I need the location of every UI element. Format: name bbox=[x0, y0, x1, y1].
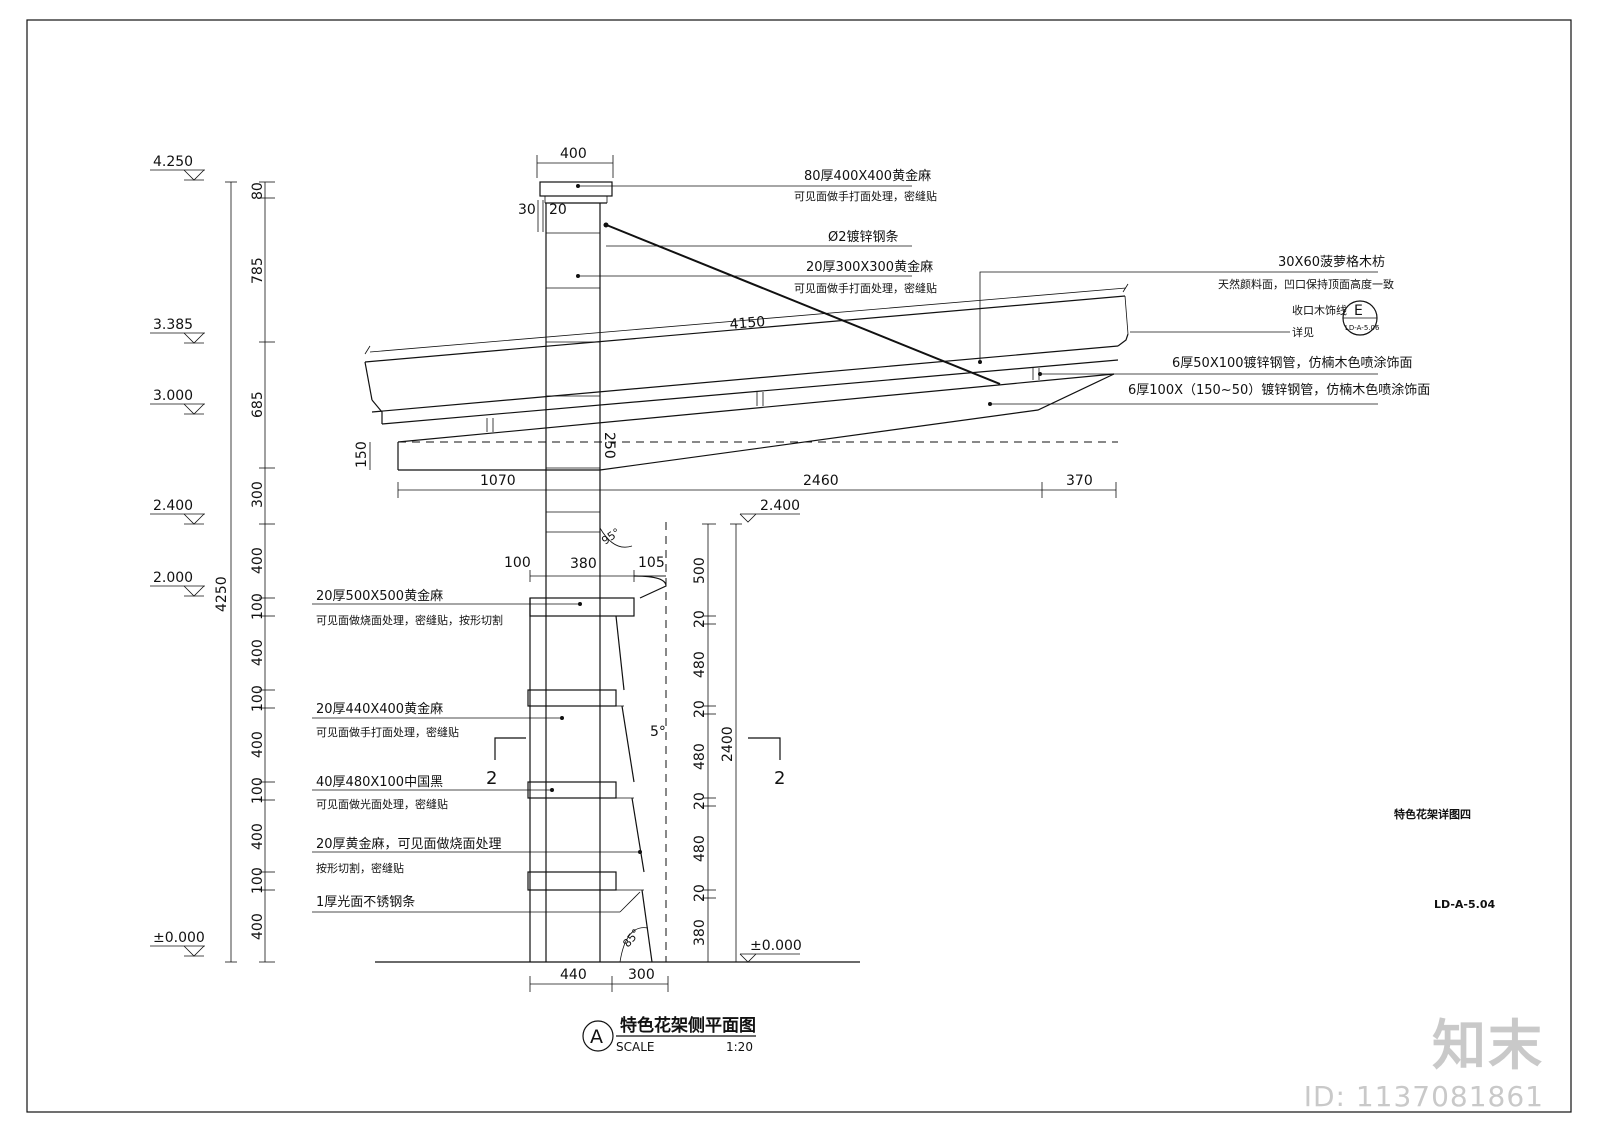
angle-5: 5° bbox=[650, 724, 666, 740]
view-title: A 特色花架侧平面图 SCALE 1:20 bbox=[582, 1015, 756, 1054]
column-lower: 95° 5° 85° bbox=[375, 522, 860, 963]
note-shaft-l2: 可见面做手打面处理，密缝贴 bbox=[794, 281, 937, 295]
dim-r-480-a: 480 bbox=[692, 651, 708, 678]
dim-300-bottom: 300 bbox=[628, 967, 655, 983]
dim-100-d: 100 bbox=[250, 867, 266, 894]
dim-1070: 1070 bbox=[480, 473, 516, 489]
angle-95: 95° bbox=[599, 526, 622, 548]
note-440-l1: 20厚440X400黄金麻 bbox=[316, 701, 443, 717]
dim-400-c: 400 bbox=[250, 731, 266, 758]
column-width-dims: 100 380 105 440 300 bbox=[504, 555, 669, 992]
section-mark-right: 2 bbox=[774, 768, 785, 789]
right-notes: 30X60菠萝格木枋 天然颜料面，凹口保持顶面高度一致 收口木饰线 详见 E L… bbox=[978, 254, 1430, 406]
dim-685: 685 bbox=[250, 391, 266, 418]
beam-dimensions: 4150 150 250 1070 2460 370 bbox=[354, 283, 1129, 498]
elev-3385: 3.385 bbox=[153, 317, 193, 333]
top-notes: 80厚400X400黄金麻 可见面做手打面处理，密缝贴 Ø2镀锌钢条 20厚30… bbox=[576, 168, 937, 295]
dim-100-b: 100 bbox=[250, 685, 266, 712]
watermark-logo: 知末 bbox=[1432, 1014, 1544, 1077]
elev-4250: 4.250 bbox=[153, 154, 193, 170]
dim-r-20-c: 20 bbox=[692, 792, 708, 810]
note-440-l2: 可见面做手打面处理，密缝贴 bbox=[316, 725, 459, 739]
elev-r-2400: 2.400 bbox=[760, 498, 800, 514]
note-trim-l3: 收口木饰线 bbox=[1292, 303, 1347, 317]
left-dimension-chain: 4250 80 785 685 300 400 100 400 100 400 … bbox=[214, 181, 275, 963]
note-cap-l2: 可见面做手打面处理，密缝贴 bbox=[794, 189, 937, 203]
dim-785: 785 bbox=[250, 257, 266, 284]
note-rod: Ø2镀锌钢条 bbox=[828, 229, 899, 245]
right-column-dims: 500 20 480 20 480 20 480 20 380 2400 2.4… bbox=[692, 498, 802, 963]
dim-r-20-d: 20 bbox=[692, 884, 708, 902]
note-cap500-l1: 20厚500X500黄金麻 bbox=[316, 588, 443, 604]
dim-r-20-a: 20 bbox=[692, 610, 708, 628]
dim-440: 440 bbox=[560, 967, 587, 983]
dim-400-a: 400 bbox=[250, 547, 266, 574]
dim-r-2400: 2400 bbox=[720, 726, 736, 762]
dim-100-a: 100 bbox=[250, 593, 266, 620]
note-shaft-l1: 20厚300X300黄金麻 bbox=[806, 259, 933, 275]
note-trim-l4: 详见 bbox=[1292, 325, 1314, 339]
dim-105-col: 105 bbox=[638, 555, 665, 571]
detail-ref: LD-A-5.06 bbox=[1345, 324, 1380, 332]
dim-400-d: 400 bbox=[250, 823, 266, 850]
note-steel-strip: 1厚光面不锈钢条 bbox=[316, 894, 415, 910]
sheet-border bbox=[26, 19, 1572, 1113]
section-marks: 2 2 bbox=[486, 737, 785, 789]
dim-20: 20 bbox=[549, 202, 567, 218]
dim-80: 80 bbox=[250, 182, 266, 200]
dim-400-top: 400 bbox=[560, 146, 587, 162]
elev-2400: 2.400 bbox=[153, 498, 193, 514]
scale-value: 1:20 bbox=[726, 1040, 753, 1054]
note-timber-l2: 天然颜料面，凹口保持顶面高度一致 bbox=[1218, 277, 1394, 291]
pergola-beams bbox=[364, 222, 1129, 471]
dim-30: 30 bbox=[518, 202, 536, 218]
dim-300: 300 bbox=[250, 481, 266, 508]
watermark: 知末 ID: 1137081861 bbox=[1304, 1001, 1544, 1113]
note-cap-l1: 80厚400X400黄金麻 bbox=[804, 168, 931, 184]
scale-label: SCALE bbox=[616, 1040, 654, 1054]
dim-r-20-b: 20 bbox=[692, 700, 708, 718]
note-taper-l1: 20厚黄金麻，可见面做烧面处理 bbox=[316, 836, 502, 852]
view-title-text: 特色花架侧平面图 bbox=[620, 1015, 756, 1036]
dim-total-4250: 4250 bbox=[214, 576, 230, 612]
note-taper-l2: 按形切割，密缝贴 bbox=[316, 861, 404, 875]
dim-400-e: 400 bbox=[250, 913, 266, 940]
elev-0000: ±0.000 bbox=[153, 930, 205, 946]
column-upper bbox=[539, 181, 613, 962]
note-black-l1: 40厚480X100中国黑 bbox=[316, 775, 443, 790]
elev-3000: 3.000 bbox=[153, 388, 193, 404]
dim-2460: 2460 bbox=[803, 473, 839, 489]
dim-100-c: 100 bbox=[250, 777, 266, 804]
view-mark: A bbox=[590, 1026, 603, 1048]
section-mark-left: 2 bbox=[486, 768, 497, 789]
left-notes: 20厚500X500黄金麻 可见面做烧面处理，密缝贴，按形切割 20厚440X4… bbox=[312, 588, 642, 913]
drawing-number: LD-A-5.04 bbox=[1434, 898, 1495, 911]
dim-r-380: 380 bbox=[692, 919, 708, 946]
dim-r-500: 500 bbox=[692, 557, 708, 584]
left-elevation-marks: 4.250 3.385 3.000 2.400 2.000 ±0.000 bbox=[150, 154, 205, 957]
dim-400-b: 400 bbox=[250, 639, 266, 666]
top-dimensions: 400 30 20 bbox=[518, 146, 614, 232]
dim-4150: 4150 bbox=[729, 314, 766, 333]
elev-r-0000: ±0.000 bbox=[750, 938, 802, 954]
elev-2000: 2.000 bbox=[153, 570, 193, 586]
detail-mark-e: E bbox=[1354, 303, 1363, 319]
note-black-l2: 可见面做光面处理，密缝贴 bbox=[316, 797, 448, 811]
note-tube-l6: 6厚100X（150~50）镀锌钢管，仿楠木色喷涂饰面 bbox=[1128, 382, 1430, 398]
dim-100-col: 100 bbox=[504, 555, 531, 571]
dim-150: 150 bbox=[354, 441, 370, 468]
note-timber-l1: 30X60菠萝格木枋 bbox=[1278, 254, 1385, 270]
dim-250: 250 bbox=[601, 432, 617, 459]
dim-370: 370 bbox=[1066, 473, 1093, 489]
note-cap500-l2: 可见面做烧面处理，密缝贴，按形切割 bbox=[316, 613, 503, 627]
watermark-id: ID: 1137081861 bbox=[1303, 1080, 1544, 1113]
dim-380-col: 380 bbox=[570, 556, 597, 572]
drawing-title: 特色花架详图四 bbox=[1394, 807, 1471, 821]
note-tube-l5: 6厚50X100镀锌钢管，仿楠木色喷涂饰面 bbox=[1172, 355, 1413, 371]
dim-r-480-c: 480 bbox=[692, 835, 708, 862]
dim-r-480-b: 480 bbox=[692, 743, 708, 770]
